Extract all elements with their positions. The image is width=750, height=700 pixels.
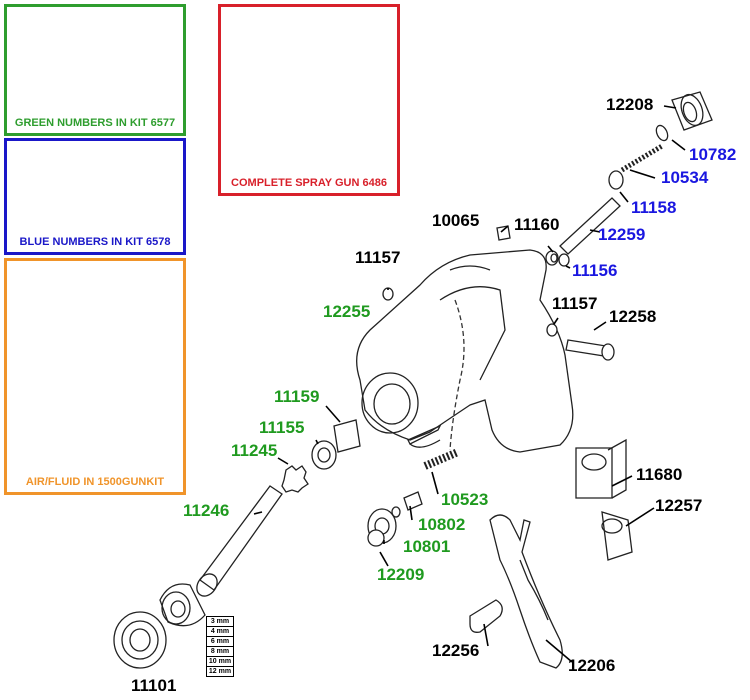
kit-box-green: GREEN NUMBERS IN KIT 6577 — [4, 4, 186, 136]
part-label-10782: 10782 — [689, 145, 737, 164]
part-12259 — [559, 197, 621, 255]
kit-caption-blue: BLUE NUMBERS IN KIT 6578 — [19, 236, 171, 248]
part-label-12258: 12258 — [609, 307, 657, 326]
part-12206 — [489, 514, 563, 669]
part-label-12256: 12256 — [432, 641, 480, 660]
part-label-11155: 11155 — [259, 418, 305, 437]
kit-caption-red: COMPLETE SPRAY GUN 6486 — [231, 177, 387, 189]
part-label-12209: 12209 — [377, 565, 425, 584]
part-label-10523: 10523 — [441, 490, 489, 509]
part-10523 — [423, 448, 460, 470]
part-label-11160: 11160 — [514, 215, 560, 234]
kit-box-red: COMPLETE SPRAY GUN 6486 — [218, 4, 400, 196]
part-11680 — [575, 447, 613, 499]
kit-caption-orange: AIR/FLUID IN 1500GUNKIT — [25, 476, 165, 488]
part-11155 — [311, 440, 337, 470]
part-10801 — [367, 529, 385, 547]
size-12mm: 12 mm — [206, 666, 234, 677]
gun-line-art — [113, 91, 713, 669]
part-10782 — [655, 124, 669, 142]
part-12257 — [601, 511, 633, 561]
part-11245 — [281, 465, 309, 493]
part-11156 — [558, 253, 570, 267]
kit-box-blue: BLUE NUMBERS IN KIT 6578 — [4, 138, 186, 255]
part-label-10801: 10801 — [403, 537, 451, 556]
part-label-12255: 12255 — [323, 302, 371, 321]
part-label-12257: 12257 — [655, 496, 703, 515]
kit-box-orange: AIR/FLUID IN 1500GUNKIT — [4, 258, 186, 495]
part-label-11246: 11246 — [183, 501, 230, 520]
gun-nozzle-bore — [361, 372, 419, 434]
part-12256 — [469, 599, 503, 633]
part-label-11157-left: 11157 — [355, 248, 401, 267]
part-label-11157-right: 11157 — [552, 294, 598, 313]
part-label-11245: 11245 — [231, 441, 278, 460]
part-label-12206: 12206 — [568, 656, 616, 675]
part-label-11156: 11156 — [572, 261, 618, 280]
nozzle-collar — [159, 583, 206, 627]
part-11160 — [545, 250, 559, 266]
part-11157-right — [546, 323, 558, 337]
part-label-11158: 11158 — [631, 198, 677, 217]
part-label-10802: 10802 — [418, 515, 466, 534]
leader-lines — [253, 105, 686, 663]
part-10802 — [403, 491, 423, 511]
part-label-11159: 11159 — [274, 387, 320, 406]
part-label-10065: 10065 — [432, 211, 480, 230]
part-10534 — [620, 143, 664, 173]
kit-caption-green: GREEN NUMBERS IN KIT 6577 — [14, 117, 176, 129]
part-12258 — [565, 339, 607, 357]
part-10065 — [496, 225, 511, 241]
part-label-11101: 11101 — [131, 676, 177, 695]
part-11158 — [608, 170, 624, 190]
part-label-11680: 11680 — [636, 465, 683, 484]
part-label-12208: 12208 — [606, 95, 654, 114]
part-11159 — [333, 419, 361, 453]
part-label-12259: 12259 — [598, 225, 646, 244]
part-label-10534: 10534 — [661, 168, 709, 187]
gun-body — [356, 249, 574, 453]
